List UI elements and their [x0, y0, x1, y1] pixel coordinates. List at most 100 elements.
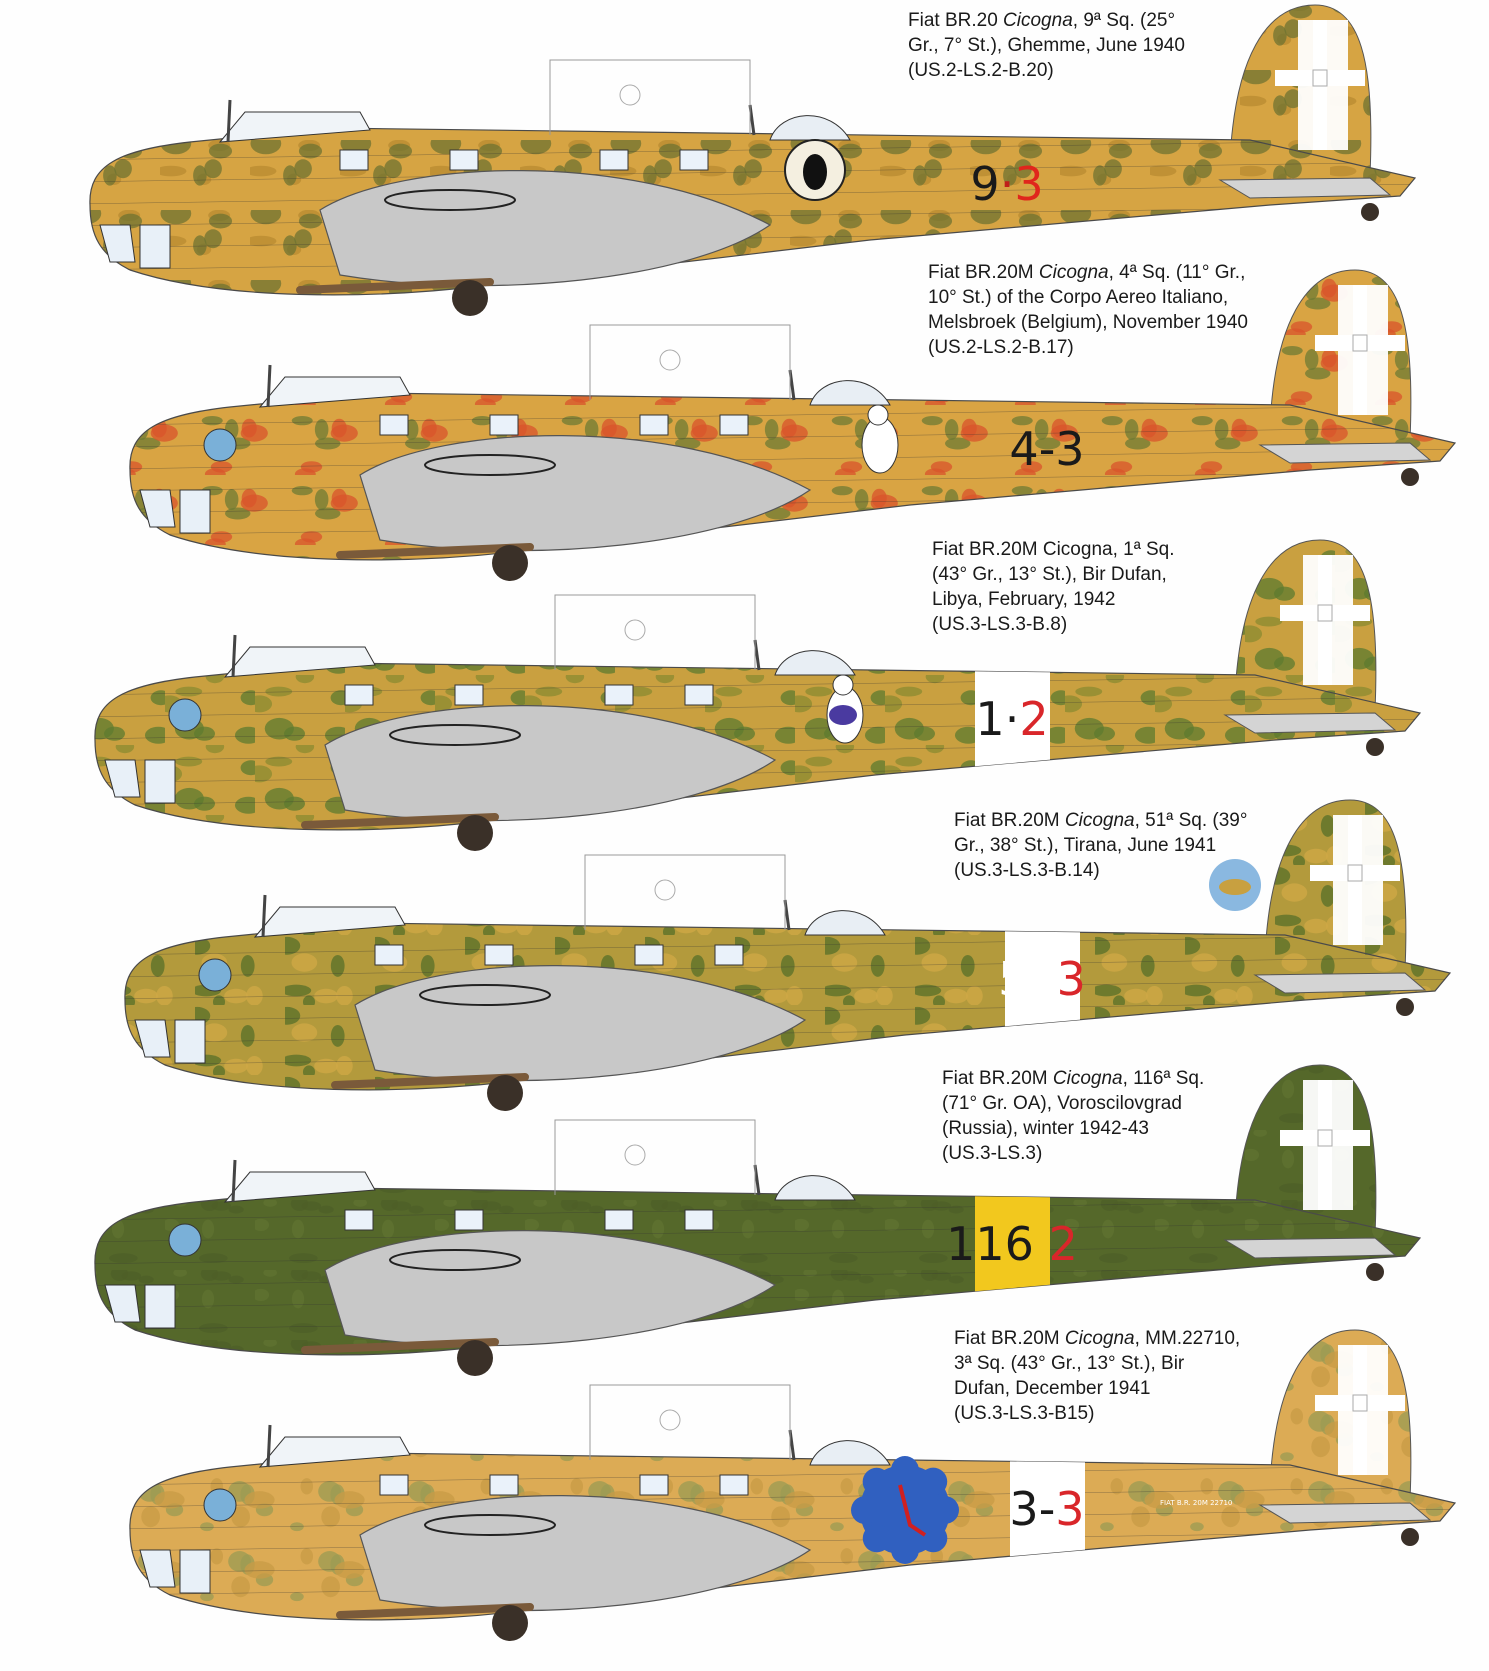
caption-text: Cicogna [1003, 10, 1073, 31]
dorsal-turret [804, 910, 886, 936]
aircraft-code-part: 4 [1009, 422, 1038, 476]
fuselage-window [449, 149, 479, 171]
fuselage-window [719, 1474, 749, 1496]
tail-wheel [1401, 1528, 1419, 1546]
caption-line: Fiat BR.20M Cicogna, 116ª Sq. [942, 1066, 1204, 1091]
caption-line: Fiat BR.20M Cicogna, 4ª Sq. (11° Gr., [928, 260, 1248, 285]
aircraft-profile: 9·3 [89, 4, 1417, 316]
dorsal-turret-outline [624, 1144, 646, 1166]
tailplane [1218, 177, 1392, 199]
caption-line: Melsbroek (Belgium), November 1940 [928, 310, 1248, 335]
exhaust-pipe [301, 813, 499, 829]
caption-text: Fiat BR.20 [908, 10, 1004, 31]
caption-text: , 4ª Sq. (11° Gr., [1108, 262, 1246, 283]
aircraft-code-part: 2 [1034, 1217, 1078, 1271]
nacelle-cowl [424, 1514, 556, 1536]
nacelle-cowl [389, 1249, 521, 1271]
caption-text: Gr., 38° St.), Tirana, June 1941 [954, 835, 1217, 856]
antenna-mast [788, 1429, 796, 1461]
fuselage-window [454, 684, 484, 706]
antenna-mast [783, 899, 791, 931]
fuselage-window [599, 149, 629, 171]
aircraft-code: 513 [998, 952, 1086, 1006]
caption-text: , 9ª Sq. (25° [1072, 10, 1176, 31]
caption-text: (US.3-LS.3) [942, 1143, 1043, 1164]
exhaust-pipe [336, 543, 534, 559]
antenna-mast [231, 634, 237, 678]
caption-line: (US.3-LS.3-B.8) [932, 612, 1175, 637]
caption-line: Dufan, December 1941 [954, 1376, 1240, 1401]
main-wheel [457, 1340, 493, 1376]
fuselage-window [379, 1474, 409, 1496]
caption-text: , 116ª Sq. [1122, 1068, 1205, 1089]
tail-wheel [1366, 738, 1384, 756]
nose-emblem-icon [168, 1223, 202, 1257]
caption-line: (71° Gr. OA), Voroscilovgrad [942, 1091, 1204, 1116]
savoy-cross-icon [1275, 20, 1365, 150]
caption-text: Cicogna [1038, 262, 1109, 283]
nose-window [134, 1019, 171, 1058]
nose-window [104, 1284, 141, 1323]
antenna-mast [753, 1164, 761, 1196]
tailplane [1223, 712, 1397, 734]
caption-line: Fiat BR.20 Cicogna, 9ª Sq. (25° [908, 8, 1185, 33]
caption-line: (US.3-LS.3) [942, 1141, 1204, 1166]
nose-emblem-icon [198, 958, 232, 992]
aircraft-code-part: · [1005, 692, 1020, 746]
exhaust-pipe [296, 278, 494, 294]
antenna-wire [549, 59, 751, 135]
nose-window [179, 489, 211, 534]
main-wheel [492, 545, 528, 581]
caption-line: 10° St.) of the Corpo Aereo Italiano, [928, 285, 1248, 310]
savoy-cross-icon [1280, 555, 1370, 685]
fuselage-window [719, 414, 749, 436]
main-wheel [457, 815, 493, 851]
aircraft-code: 1·2 [975, 692, 1048, 746]
dorsal-turret-outline [619, 84, 641, 106]
fuselage-window [634, 944, 664, 966]
antenna-wire [584, 854, 786, 930]
aircraft-profile: 116 2 [94, 1064, 1422, 1376]
aircraft-code-part: 3 [1055, 1482, 1084, 1536]
dorsal-turret [774, 650, 856, 676]
antenna-mast [748, 104, 756, 136]
savoy-cross-icon [1280, 1080, 1370, 1210]
caption-text: Cicogna [1064, 810, 1135, 831]
dorsal-turret-outline [624, 619, 646, 641]
nose-window [139, 224, 171, 269]
tailplane [1258, 442, 1432, 464]
caption-line: (US.2-LS.2-B.20) [908, 58, 1185, 83]
stencil-text: FIAT B.R. 20M 22710 [1160, 1499, 1232, 1507]
aircraft-profile: 513 [124, 799, 1452, 1111]
caption-text: Fiat BR.20M [954, 1328, 1065, 1349]
nose-emblem-icon [168, 698, 202, 732]
fuselage-window [484, 944, 514, 966]
aircraft-code-part: 3 [1057, 952, 1086, 1006]
nose-window [139, 489, 176, 528]
aircraft-profile: 1·2 [94, 539, 1422, 851]
fuselage [129, 1452, 1457, 1621]
caption-text: (US.3-LS.3-B15) [954, 1403, 1095, 1424]
nose-window [99, 224, 136, 263]
exhaust-pipe [301, 1338, 499, 1354]
antenna-mast [226, 99, 232, 143]
aircraft-code-part: · [1000, 157, 1015, 211]
nacelle-cowl [424, 454, 556, 476]
fuselage-window [489, 1474, 519, 1496]
savoy-cross-icon [1315, 1345, 1405, 1475]
fuselage-window [379, 414, 409, 436]
aircraft-code-part: 3 [1009, 1482, 1038, 1536]
exhaust-pipe [336, 1603, 534, 1619]
profile-caption: Fiat BR.20M Cicogna, MM.22710,3ª Sq. (43… [954, 1326, 1240, 1426]
dorsal-turret-outline [654, 879, 676, 901]
dorsal-turret [774, 1175, 856, 1201]
nose-window [179, 1549, 211, 1594]
antenna-wire [589, 1384, 791, 1460]
aircraft-code: 9·3 [970, 157, 1043, 211]
caption-text: , 51ª Sq. (39° [1134, 810, 1248, 831]
caption-text: (US.3-LS.3-B.8) [932, 614, 1068, 635]
antenna-mast [261, 894, 267, 938]
caption-line: (43° Gr., 13° St.), Bir Dufan, [932, 562, 1175, 587]
fuselage-window [639, 1474, 669, 1496]
caption-text: (US.2-LS.2-B.17) [928, 337, 1074, 358]
